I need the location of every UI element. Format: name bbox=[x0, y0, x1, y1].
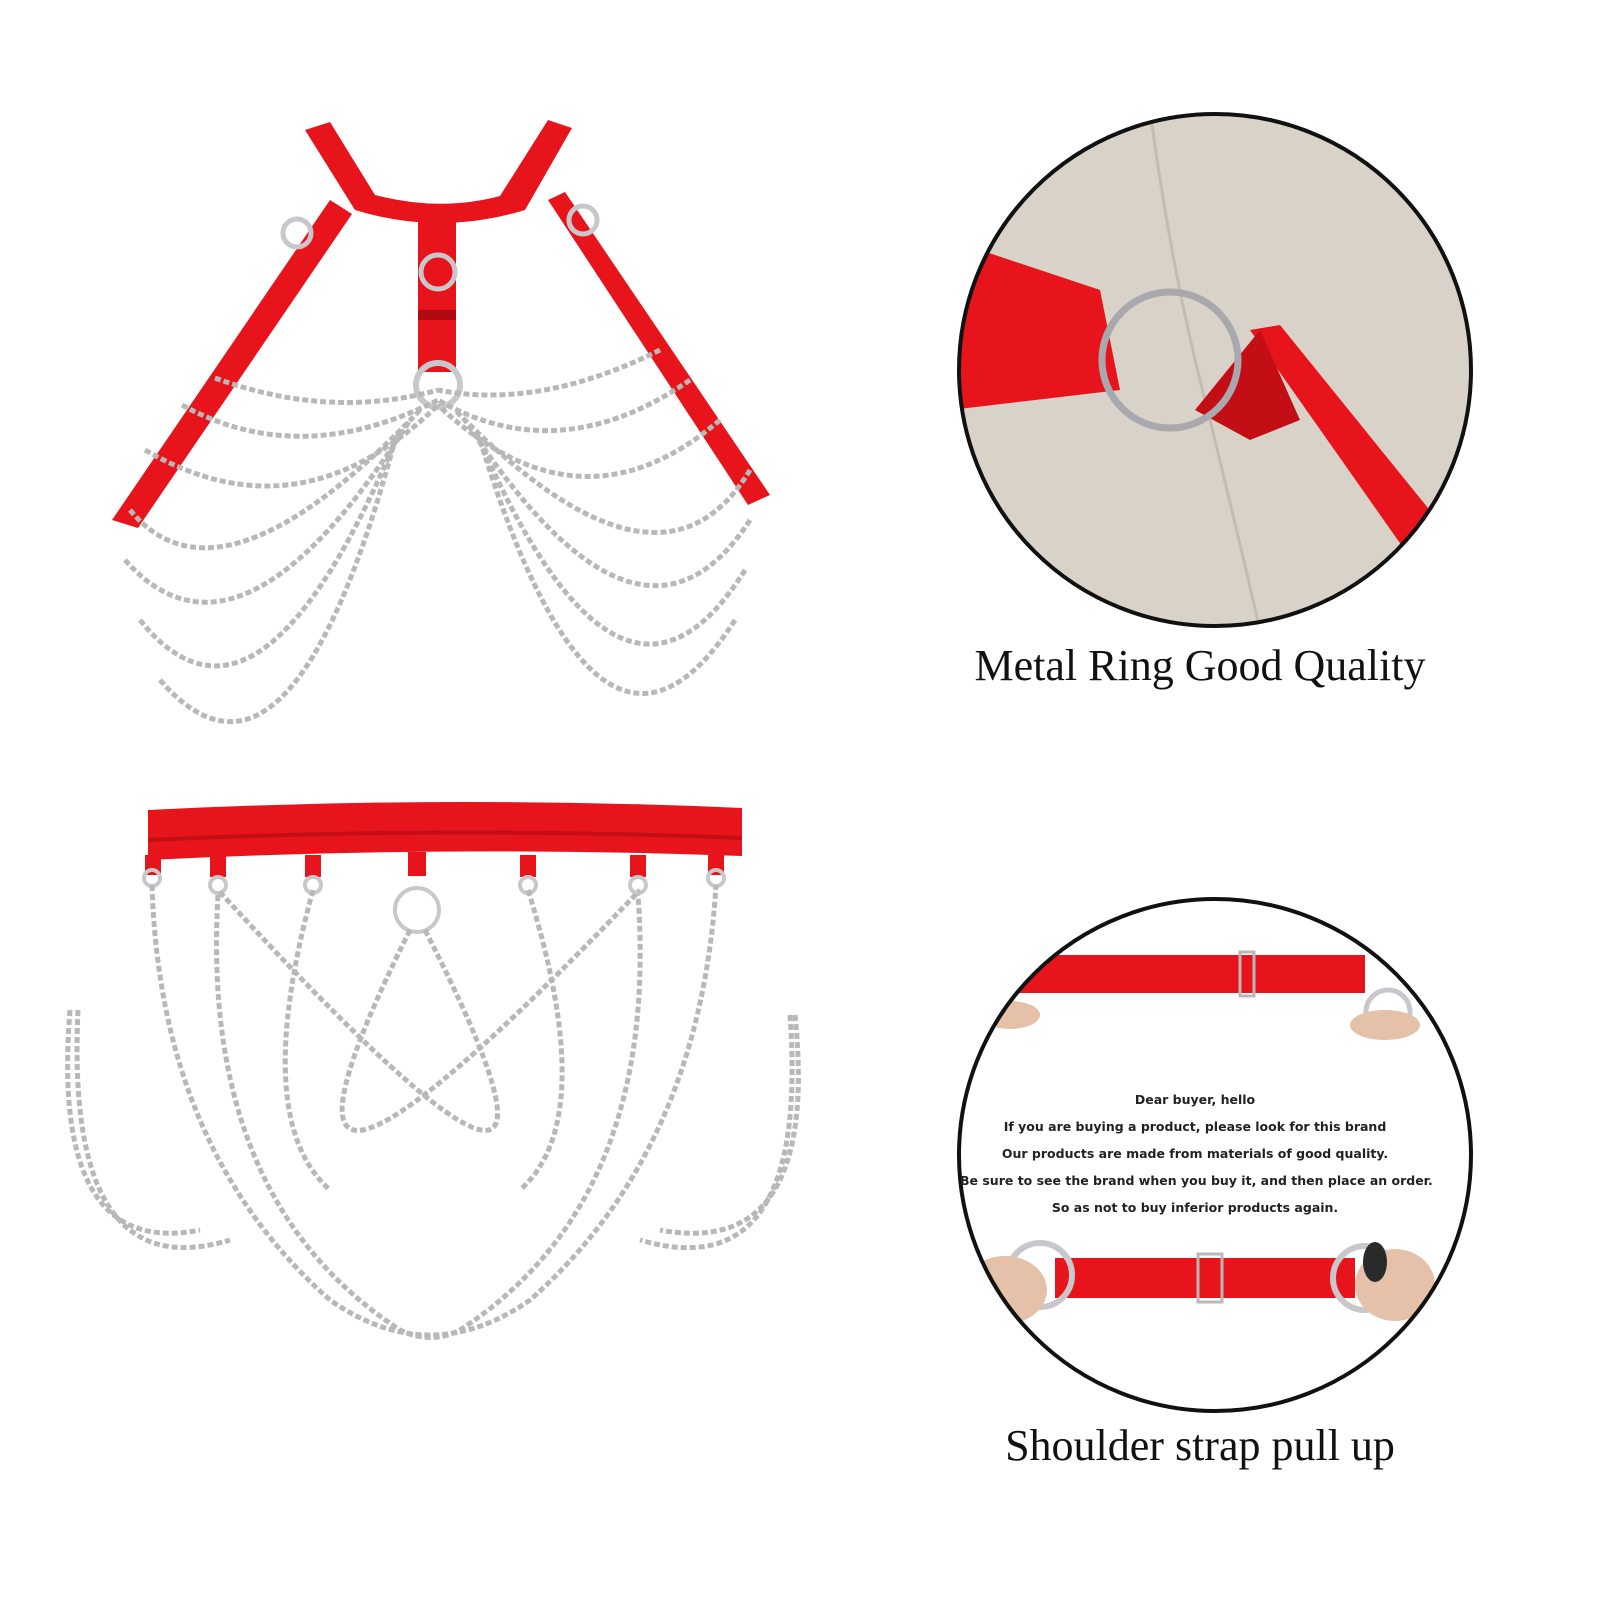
collar-strap bbox=[305, 120, 572, 223]
caption-metal-ring: Metal Ring Good Quality bbox=[974, 641, 1426, 690]
skirt-chains bbox=[65, 884, 801, 1340]
ring-icon bbox=[628, 875, 648, 895]
ring-icon bbox=[208, 875, 228, 895]
ring-icon bbox=[393, 886, 441, 934]
center-strap bbox=[418, 222, 456, 372]
chest-chains bbox=[123, 347, 753, 725]
notice-line: If you are buying a product, please look… bbox=[1003, 1119, 1387, 1134]
ring-icon bbox=[566, 203, 600, 237]
notice-line: So as not to buy inferior products again… bbox=[1051, 1200, 1339, 1215]
harness-belt bbox=[65, 801, 801, 1340]
notice-text: Dear buyer, hello If you are buying a pr… bbox=[960, 1086, 1433, 1221]
strap-detail-photo bbox=[957, 897, 1473, 1413]
ring-icon bbox=[418, 252, 458, 292]
ring-detail-photo bbox=[957, 112, 1473, 628]
harness-top bbox=[112, 120, 770, 725]
notice-line: Dear buyer, hello bbox=[1134, 1092, 1256, 1107]
lower-strap bbox=[1055, 1258, 1355, 1298]
left-side-strap bbox=[112, 200, 352, 528]
ring-icon bbox=[280, 216, 314, 250]
notice-line: Our products are made from materials of … bbox=[1001, 1146, 1389, 1161]
caption-shoulder-strap: Shoulder strap pull up bbox=[1005, 1421, 1395, 1470]
upper-strap bbox=[1005, 955, 1365, 993]
notice-line: Be sure to see the brand when you buy it… bbox=[960, 1173, 1433, 1188]
metal-ring-icon bbox=[1098, 288, 1242, 432]
